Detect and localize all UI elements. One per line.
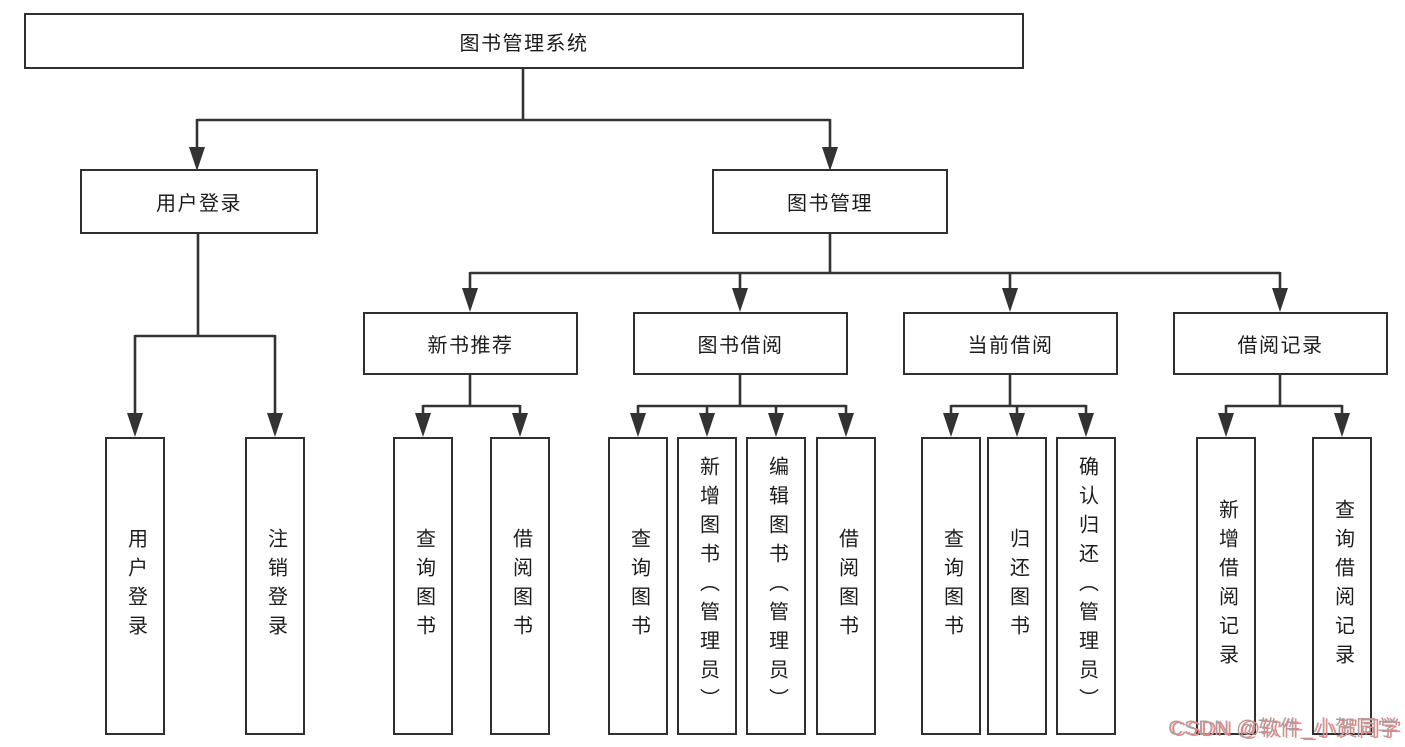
node-new-book-recommend-label: 新书推荐	[427, 335, 514, 357]
leaf-add-books-admin-label: 新增图书（管理员）	[696, 455, 719, 717]
leaf-query-books-borrow-label: 查询图书	[627, 528, 650, 644]
node-current-borrow-label: 当前借阅	[967, 335, 1054, 357]
leaf-confirm-return-admin: 确认归还（管理员）	[1056, 437, 1116, 735]
node-new-book-recommend: 新书推荐	[363, 312, 578, 375]
connector-book-borrow-to-leaves	[630, 375, 854, 437]
leaf-borrow-books: 借阅图书	[816, 437, 876, 735]
leaf-user-login: 用户登录	[105, 437, 165, 735]
node-book-management: 图书管理	[712, 169, 948, 234]
leaf-query-books-current-label: 查询图书	[940, 528, 963, 644]
connector-user-login-to-leaves	[127, 233, 283, 437]
connector-root-to-level2	[189, 69, 838, 171]
leaf-add-borrow-record-label: 新增借阅记录	[1215, 499, 1238, 673]
node-book-management-label: 图书管理	[787, 193, 873, 215]
node-root: 图书管理系统	[24, 13, 1024, 69]
leaf-borrow-books-recommend: 借阅图书	[490, 437, 550, 735]
leaf-query-books-current: 查询图书	[921, 437, 981, 735]
leaf-return-books: 归还图书	[987, 437, 1047, 735]
node-book-borrow-label: 图书借阅	[697, 335, 784, 357]
leaf-logout: 注销登录	[245, 437, 305, 735]
node-borrow-records: 借阅记录	[1173, 312, 1388, 375]
node-user-login: 用户登录	[80, 169, 318, 234]
connector-new-book-to-leaves	[415, 375, 528, 437]
leaf-logout-label: 注销登录	[264, 528, 287, 644]
leaf-edit-books-admin-label: 编辑图书（管理员）	[765, 455, 788, 717]
leaf-query-books-borrow: 查询图书	[608, 437, 668, 735]
leaf-confirm-return-admin-label: 确认归还（管理员）	[1075, 455, 1098, 717]
leaf-borrow-books-label: 借阅图书	[835, 528, 858, 644]
node-root-label: 图书管理系统	[459, 32, 589, 55]
leaf-query-borrow-record-label: 查询借阅记录	[1331, 499, 1354, 673]
node-borrow-records-label: 借阅记录	[1237, 335, 1324, 357]
node-user-login-label: 用户登录	[156, 193, 242, 215]
csdn-watermark: CSDN @软件_小贺同学	[1168, 717, 1399, 740]
connector-borrow-record-to-leaves	[1218, 375, 1350, 437]
leaf-return-books-label: 归还图书	[1006, 528, 1029, 644]
leaf-edit-books-admin: 编辑图书（管理员）	[746, 437, 806, 735]
node-book-borrow: 图书借阅	[633, 312, 848, 375]
leaf-query-books-recommend: 查询图书	[393, 437, 453, 735]
node-current-borrow: 当前借阅	[903, 312, 1118, 375]
leaf-add-borrow-record: 新增借阅记录	[1196, 437, 1256, 735]
connector-current-borrow-to-leaves	[943, 375, 1094, 437]
leaf-add-books-admin: 新增图书（管理员）	[677, 437, 737, 735]
connector-book-mgmt-to-level3	[462, 233, 1288, 312]
leaf-query-books-recommend-label: 查询图书	[412, 528, 435, 644]
leaf-user-login-label: 用户登录	[124, 528, 147, 644]
leaf-query-borrow-record: 查询借阅记录	[1312, 437, 1372, 735]
leaf-borrow-books-recommend-label: 借阅图书	[509, 528, 532, 644]
